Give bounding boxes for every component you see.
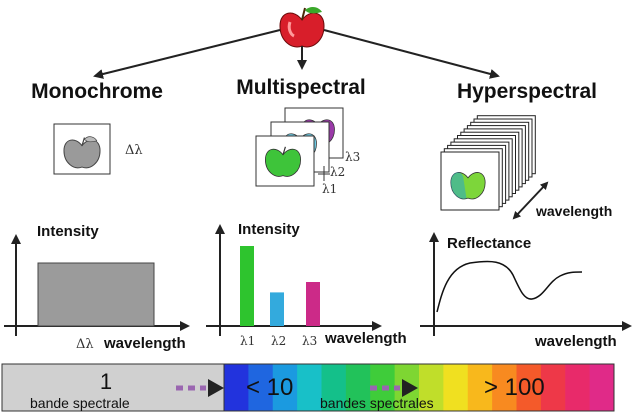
lambda2-label: λ2 [330, 165, 345, 179]
spectrum-strip [589, 364, 615, 411]
spectrum-strip [492, 364, 517, 411]
arrow-to-monochrome [93, 29, 281, 79]
gray-apple-icon [63, 136, 101, 169]
hyper-wavelength-arrow [512, 181, 549, 220]
apple-icon [279, 6, 325, 48]
multi-bar-2 [270, 292, 284, 326]
scale-arrow-2 [370, 379, 418, 397]
mono-band-xlabel: Δλ [76, 337, 94, 352]
spectrum-strip [321, 364, 347, 411]
scale-one: 1 [100, 369, 112, 394]
lambda1-label: λ1 [322, 182, 337, 196]
hyper-apple-icon [450, 172, 486, 200]
reflectance-curve [436, 260, 583, 313]
spectrum-strip [345, 364, 371, 411]
green-apple-icon [264, 146, 302, 177]
scale-ten: < 10 [246, 374, 293, 401]
lambda3-label: λ3 [345, 150, 360, 164]
multispectral-image-stack: λ1 λ2 λ3 [255, 107, 360, 196]
hyperspectral-graph: Reflectance wavelength [420, 232, 632, 350]
monochrome-image: Δλ [53, 123, 143, 175]
multi-ylabel: Intensity [238, 221, 300, 238]
mono-band-label: Δλ [125, 143, 143, 158]
spectrum-strip [540, 364, 566, 411]
multispectral-graph: λ1 λ2 λ3 Intensity wavelength [206, 221, 407, 348]
multi-bar-1 [240, 246, 254, 326]
spectrum-strip [565, 364, 591, 411]
spectrum-strip [419, 364, 444, 411]
spectrum-strip [467, 364, 493, 411]
spectrum-strip [297, 364, 322, 411]
spectrum-strip [224, 364, 249, 411]
hyper-wavelength-label: wavelength [535, 203, 612, 219]
spectrum-strip [516, 364, 542, 411]
arrow-to-hyperspectral [323, 29, 500, 79]
spectrum-strip [248, 364, 274, 411]
monochrome-graph: Intensity Δλ wavelength [4, 223, 190, 352]
hyperspectral-cube [440, 115, 536, 211]
multi-bar-label-2: λ2 [271, 334, 286, 348]
mono-band-bar [37, 262, 155, 327]
spectral-band-scale: 1 bande spectrale < 10 bandes spectrales… [1, 363, 615, 412]
multi-bar-label-1: λ1 [240, 334, 255, 348]
hyper-xlabel: wavelength [534, 333, 617, 350]
multi-xlabel: wavelength [324, 330, 407, 347]
title-monochrome: Monochrome [31, 80, 163, 103]
scale-hundred: > 100 [484, 374, 545, 401]
title-multispectral: Multispectral [236, 76, 366, 99]
title-hyperspectral: Hyperspectral [457, 80, 597, 103]
mono-xlabel: wavelength [103, 335, 186, 352]
scale-ten-caption: bandes spectrales [320, 395, 434, 411]
hyper-ylabel: Reflectance [447, 235, 531, 252]
scale-one-caption: bande spectrale [30, 395, 130, 411]
spectrum-strip [443, 364, 469, 411]
multi-bar-3 [306, 282, 320, 326]
scale-arrow-1 [176, 379, 224, 397]
mono-ylabel: Intensity [37, 223, 99, 240]
multi-bar-label-3: λ3 [302, 334, 317, 348]
spectrum-strip [272, 364, 298, 411]
